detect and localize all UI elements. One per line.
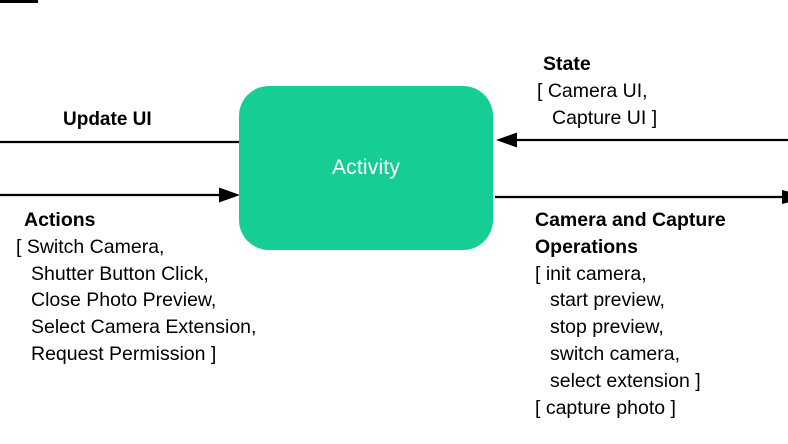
- list-line: stop preview,: [550, 316, 664, 339]
- state-block: State [ Camera UI, Capture UI ]: [537, 51, 657, 131]
- list-line: switch camera,: [550, 342, 681, 365]
- list-line: [ Switch Camera,: [16, 235, 165, 258]
- list-line: Capture UI ]: [552, 106, 658, 129]
- state-heading: State: [543, 53, 591, 75]
- actions-list: [ Switch Camera, Shutter Button Click, Clo…: [16, 234, 256, 368]
- list-line: Request Permission ]: [31, 342, 217, 365]
- list-line: Select Camera Extension,: [31, 316, 257, 339]
- update-ui-label: Update UI: [63, 109, 152, 130]
- operations-heading: Camera and Capture Operations: [535, 209, 726, 258]
- crop-artifact-bar: [0, 0, 38, 3]
- actions-heading: Actions: [24, 209, 96, 231]
- state-arrow: [496, 132, 788, 148]
- actions-block: Actions [ Switch Camera, Shutter Button C…: [16, 207, 256, 368]
- actions-arrow: [0, 187, 240, 203]
- list-line: Shutter Button Click,: [31, 262, 209, 285]
- list-line: start preview,: [550, 289, 665, 312]
- list-line: Close Photo Preview,: [31, 289, 217, 312]
- list-line: [ init camera,: [535, 262, 647, 285]
- list-line: [ Camera UI,: [537, 79, 648, 102]
- state-list: [ Camera UI, Capture UI ]: [537, 78, 657, 132]
- operations-arrow: [495, 190, 788, 204]
- list-line: [ capture photo ]: [535, 396, 676, 419]
- operations-list: [ init camera, start preview, stop preview…: [535, 261, 753, 422]
- operations-block: Camera and Capture Operations [ init cam…: [535, 207, 753, 421]
- activity-node-label: Activity: [331, 156, 401, 179]
- list-line: select extension ]: [550, 369, 701, 392]
- activity-node: Activity: [239, 86, 493, 250]
